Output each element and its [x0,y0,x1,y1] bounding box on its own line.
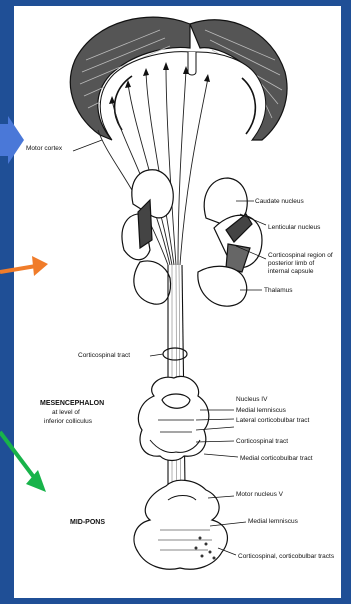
label-medial-corticobulbar: Medial corticobulbar tract [240,455,313,462]
label-mesencephalon-level: at level of [52,409,80,416]
cerebral-hemispheres [70,17,287,140]
label-motor-nucleus-v: Motor nucleus V [236,491,284,498]
label-motor-cortex: Motor cortex [26,145,63,152]
green-arrow [0,432,46,492]
label-inferior-colliculus: inferior colliculus [44,418,93,425]
label-corticospinal-region-3: internal capsule [268,268,314,275]
label-corticospinal-tract-2: Corticospinal tract [236,438,288,445]
label-lateral-corticobulbar: Lateral corticobulbar tract [236,417,310,424]
mesencephalon-section [138,376,208,460]
label-corticospinal-tract: Corticospinal tract [78,352,130,359]
label-medial-lemniscus-1: Medial lemniscus [236,407,287,414]
label-thalamus: Thalamus [264,287,293,294]
label-corticospinal-region-1: Corticospinal region of [268,252,333,259]
label-mid-pons: MID-PONS [70,519,105,526]
right-basal-ganglia [198,178,262,306]
label-corticospinal-region-2: posterior limb of [268,260,314,267]
label-corticospinal-corticobulbar: Corticospinal, corticobulbar tracts [238,553,335,560]
blue-arrow [0,116,24,164]
label-nucleus-iv: Nucleus IV [236,396,268,403]
label-lenticular-nucleus: Lenticular nucleus [268,224,321,231]
label-medial-lemniscus-2: Medial lemniscus [248,518,299,525]
label-caudate-nucleus: Caudate nucleus [255,198,305,205]
mid-pons-section [134,480,227,569]
orange-arrow [0,256,48,276]
label-mesencephalon: MESENCEPHALON [40,400,104,407]
